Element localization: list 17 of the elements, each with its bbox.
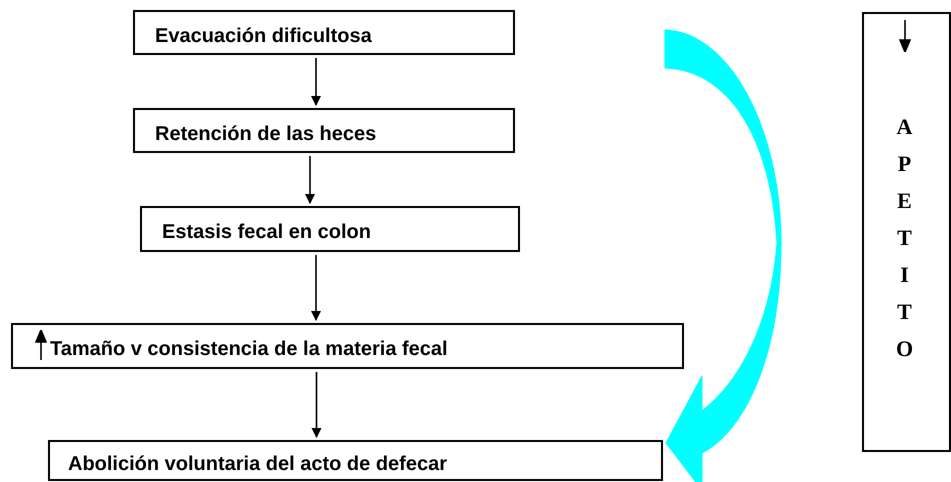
process-box xyxy=(133,10,515,55)
arrow xyxy=(311,255,321,321)
side-box xyxy=(862,12,951,452)
process-box xyxy=(133,108,515,153)
box-text: Evacuación dificultosa xyxy=(155,24,372,48)
process-box xyxy=(11,323,684,369)
arrow xyxy=(312,372,322,438)
box-text: Abolición voluntaria del acto de defecar xyxy=(68,452,447,476)
process-box xyxy=(140,206,520,252)
vertical-text: APETITO xyxy=(894,113,914,363)
arrow xyxy=(311,58,321,106)
box-text: Estasis fecal en colon xyxy=(162,220,371,245)
arrow xyxy=(305,156,315,204)
process-box xyxy=(48,440,663,481)
box-text: Retención de las heces xyxy=(155,122,376,146)
box-text: Tamaño v consistencia de la materia fecal xyxy=(50,337,448,362)
curved-arrow xyxy=(664,30,782,482)
